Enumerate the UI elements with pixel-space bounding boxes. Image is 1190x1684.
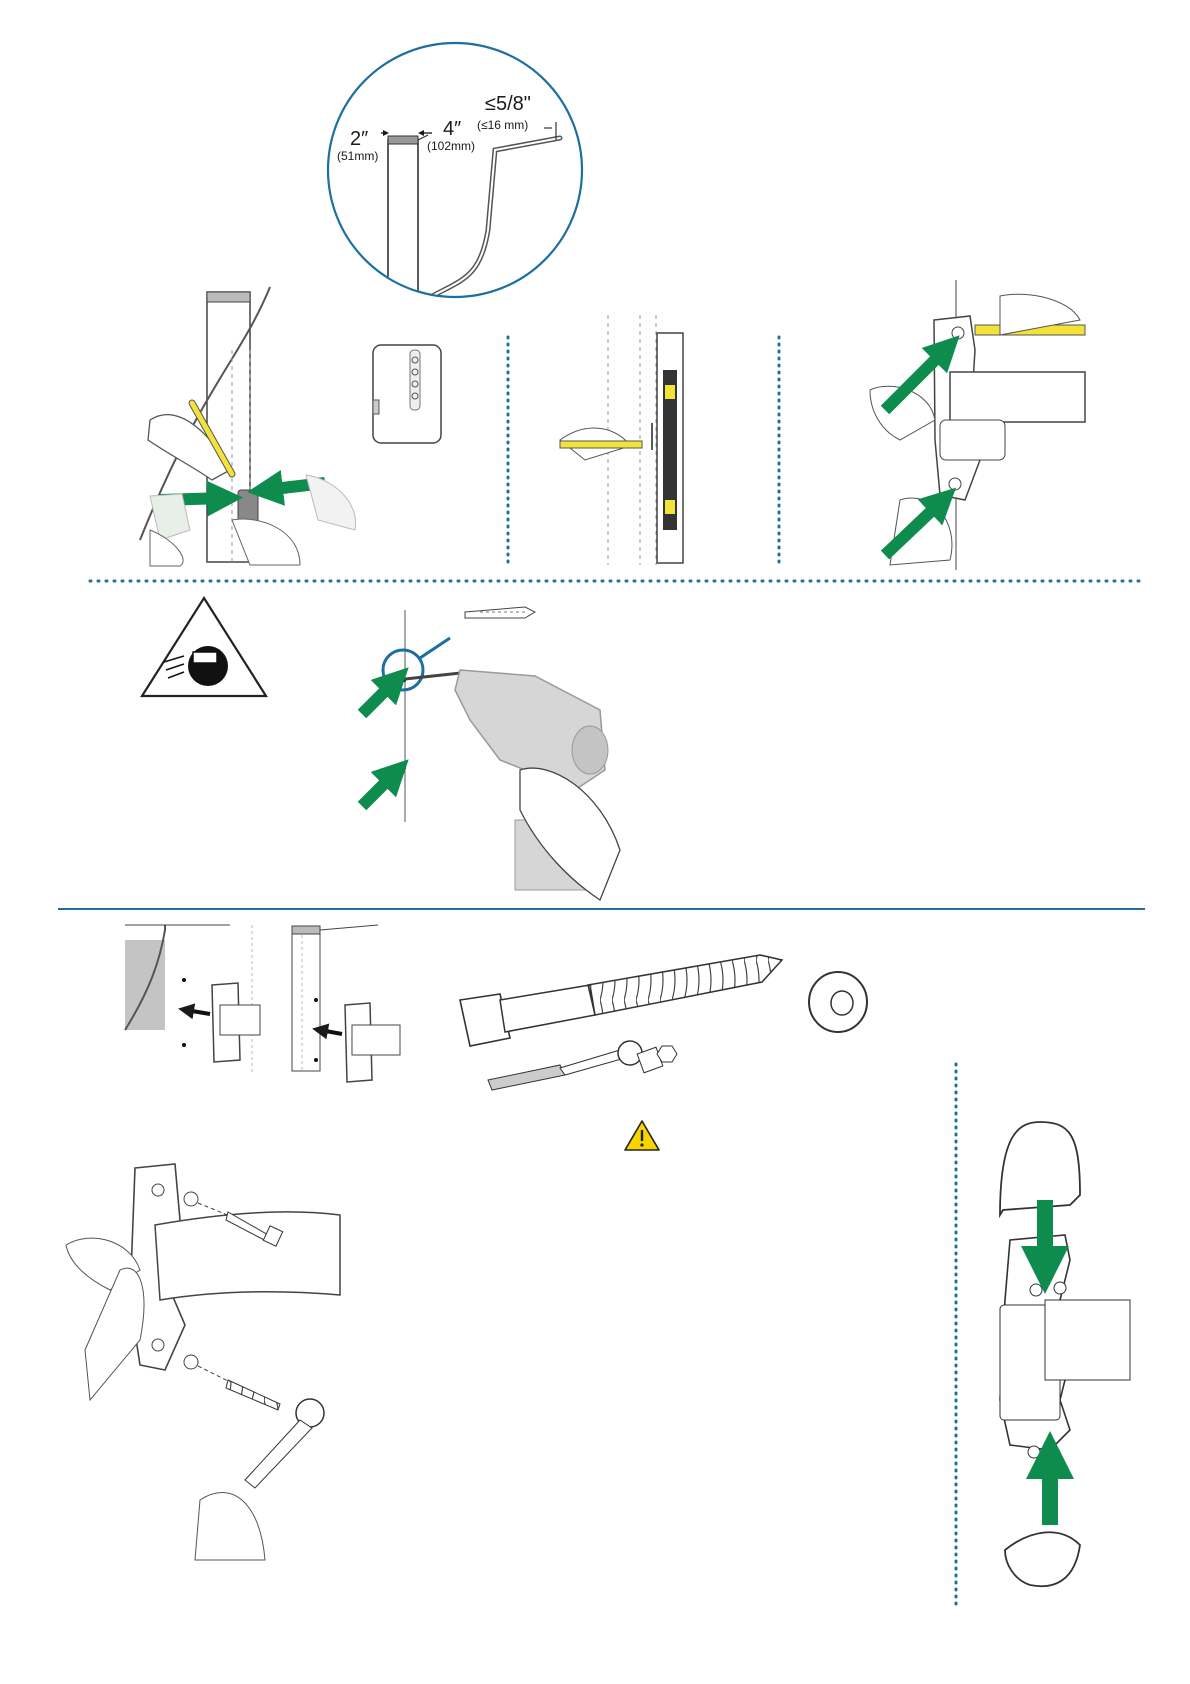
bottom-cap bbox=[1005, 1532, 1080, 1586]
illustration-attach-caps bbox=[1000, 1122, 1130, 1586]
arrow-left-icon bbox=[186, 1010, 210, 1014]
illustration-mark-bracket bbox=[870, 280, 1085, 570]
illustration-level-mark bbox=[560, 315, 683, 565]
ratchet-head bbox=[618, 1041, 642, 1065]
illustration-fasten-bolts bbox=[66, 1164, 340, 1560]
illustration-hardware bbox=[460, 955, 867, 1090]
stud-finder-device bbox=[373, 345, 441, 443]
caution-warning-icon bbox=[625, 1121, 659, 1150]
arrow-up-icon bbox=[362, 772, 396, 806]
drywall-gap-value: ≤5/8" bbox=[485, 93, 531, 115]
eye-protection-warning-icon bbox=[142, 598, 266, 696]
drywall-gap-metric: (≤16 mm) bbox=[477, 118, 528, 132]
detail-magnifier: 2″ (51mm) 4″ (102mm) ≤5/8" (≤16 mm) bbox=[328, 43, 582, 310]
stud-width-metric: (51mm) bbox=[337, 149, 378, 163]
illustration-bracket-placement bbox=[125, 925, 400, 1082]
stud-depth-metric: (102mm) bbox=[427, 139, 475, 153]
arrow-up-icon bbox=[362, 680, 396, 714]
illustration-locate-stud bbox=[140, 287, 441, 566]
lag-bolt-thread bbox=[588, 955, 782, 1015]
hex-socket bbox=[657, 1046, 677, 1062]
arrow-left-icon bbox=[320, 1030, 342, 1034]
stud-profile bbox=[388, 140, 418, 310]
illustration-drill-pilot-holes bbox=[362, 607, 620, 900]
stud-depth-value: 4″ bbox=[443, 118, 461, 140]
stud-width-value: 2″ bbox=[350, 128, 368, 150]
